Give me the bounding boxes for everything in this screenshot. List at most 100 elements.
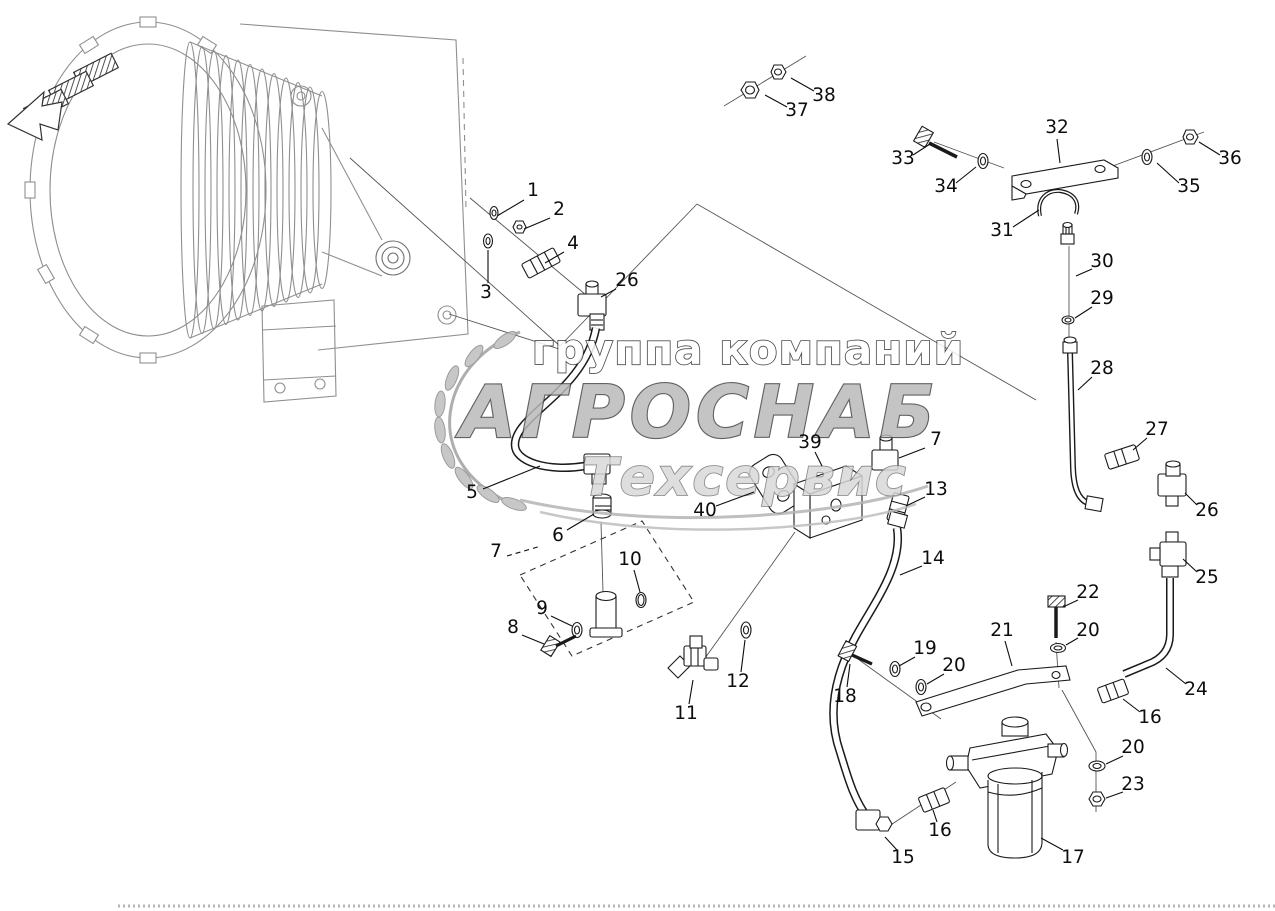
callout-40-label: 40 [693,500,717,521]
callout-7-leader [898,447,926,459]
callout-15-leader [884,836,898,851]
callout-23-leader [1105,791,1124,799]
callout-6-label: 6 [552,525,564,546]
callout-27-leader [1132,437,1148,451]
callout-34-label: 34 [934,176,958,197]
callout-17-leader [1040,837,1064,851]
callout-17-label: 17 [1061,847,1085,868]
callout-3-label: 3 [480,282,492,303]
callout-38-leader [790,77,815,92]
callout-20-leader [1065,637,1079,646]
callout-29-label: 29 [1090,288,1114,309]
fitting-group-top [482,205,607,331]
callout-39-label: 39 [798,432,822,453]
callout-10-label: 10 [618,549,642,570]
callout-30-label: 30 [1090,251,1114,272]
callout-31-leader [1012,209,1040,228]
callout-26-label: 26 [1195,500,1219,521]
callout-9-label: 9 [536,598,548,619]
callout-11-leader [688,679,694,705]
callout-14-label: 14 [921,548,945,569]
callout-7-label: 7 [490,541,502,562]
callout-16-leader [932,809,938,823]
callout-40-leader [715,491,755,507]
watermark-text-service: Техсервис [582,448,908,508]
callout-26-label: 26 [615,270,639,291]
callout-32-label: 32 [1045,117,1069,138]
callout-7-leader [506,545,542,557]
callout-25-leader [1182,558,1198,573]
sensor-11-drawing [667,621,752,679]
callout-26-leader [600,288,617,298]
callout-21-leader [1004,640,1013,667]
watermark-text-brand: АГРОСНАБ [455,370,939,454]
callout-7-label: 7 [930,429,942,450]
callout-31-label: 31 [990,220,1014,241]
callout-2-leader [523,217,551,230]
callout-28-leader [1077,376,1093,391]
callout-26-leader [1184,492,1198,506]
bracket-21-hardware [837,595,1106,807]
callout-5-label: 5 [466,482,478,503]
callout-13-leader [905,496,926,507]
callout-14-leader [899,565,923,576]
callout-11-label: 11 [674,703,698,724]
pipe-24-fittings [1097,444,1187,704]
hose-14-drawing [829,510,950,832]
callout-21-label: 21 [990,620,1014,641]
callout-24-leader [1165,667,1187,685]
callout-16-leader [1122,698,1141,713]
callout-20-leader [926,673,945,685]
callout-9-leader [550,615,573,627]
direction-arrows [6,52,120,142]
watermark-text-group-name: группа компаний [532,325,964,374]
callout-22-label: 22 [1076,582,1100,603]
callout-19-leader [898,656,916,667]
callout-12-label: 12 [726,671,750,692]
open-arrow-icon [6,90,63,142]
callout-39-leader [814,451,823,467]
callout-30-leader [1075,268,1093,277]
callout-34-leader [955,166,977,184]
callout-35-leader [1156,162,1180,184]
callout-1-label: 1 [527,180,539,201]
callout-20-label: 20 [1076,620,1100,641]
callout-36-leader [1198,141,1221,156]
callout-20-label: 20 [942,655,966,676]
callout-2-label: 2 [553,199,565,220]
callout-15-label: 15 [891,847,915,868]
callout-12-leader [740,639,746,673]
callout-16-label: 16 [1138,707,1162,728]
callout-38-label: 38 [812,85,836,106]
callout-1-leader [496,199,525,217]
callout-29-leader [1074,306,1093,319]
callout-18-leader [846,663,851,688]
callout-37-leader [764,94,788,108]
callout-19-label: 19 [913,638,937,659]
callout-5-leader [482,465,541,490]
tube-28-29-30 [1060,221,1104,513]
callout-25-label: 25 [1195,567,1219,588]
callout-13-label: 13 [924,479,948,500]
callout-36-label: 36 [1218,148,1242,169]
callout-8-label: 8 [507,617,519,638]
callout-35-label: 35 [1177,176,1201,197]
callout-10-leader [633,569,641,593]
callout-37-label: 37 [785,100,809,121]
callout-27-label: 27 [1145,419,1169,440]
callout-28-label: 28 [1090,358,1114,379]
watermark-wreath-icon [434,330,929,531]
callout-4-label: 4 [567,233,579,254]
kit-7-dashed-box [519,520,695,657]
callout-33-leader [912,143,931,156]
callout-33-label: 33 [891,148,915,169]
bracket-32-hardware [740,64,1199,217]
callout-16-label: 16 [928,820,952,841]
callout-32-leader [1056,138,1061,164]
callout-20-label: 20 [1121,737,1145,758]
callout-22-leader [1062,599,1079,608]
bracket-parts-8-9-10 [540,590,647,658]
